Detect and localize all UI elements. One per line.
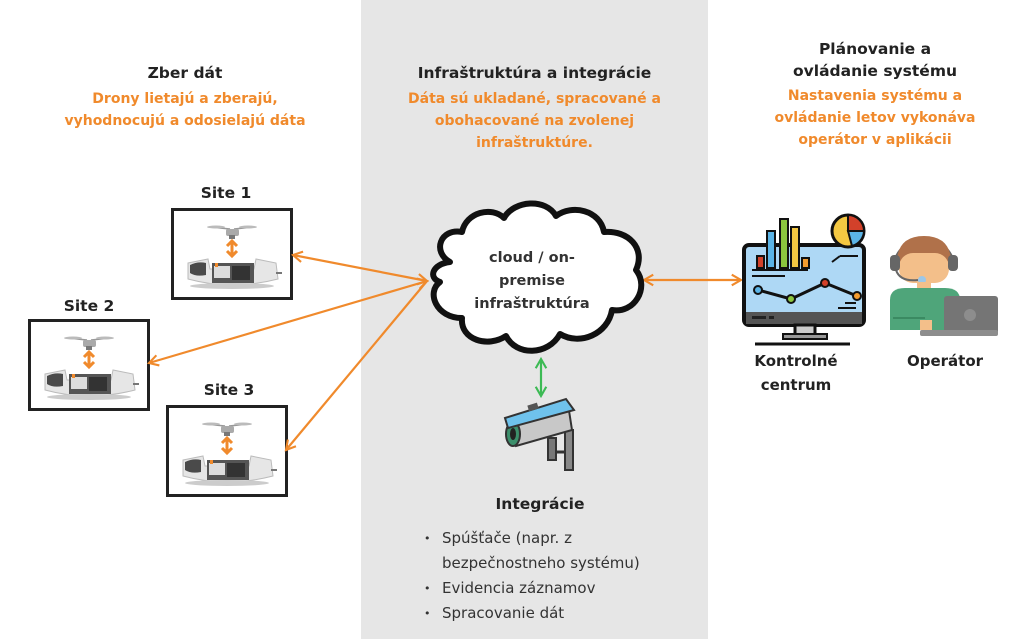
- site-3-label: Site 3: [203, 381, 255, 399]
- cloud-label-line: cloud / on-: [489, 250, 575, 266]
- operator-label: Operátor: [906, 352, 984, 370]
- connector-site2-cloud: [146, 277, 430, 367]
- integrations-title: Integrácie: [495, 495, 585, 513]
- monitor-dashboard-icon: [742, 213, 866, 346]
- connector-site3-cloud: [284, 280, 428, 452]
- right-title-line: ovládanie systému: [793, 62, 957, 80]
- right-subtitle-line: ovládanie letov vykonáva: [774, 110, 976, 126]
- control-center-label-line: Kontrolné: [754, 352, 838, 370]
- control-center-label: Kontrolné centrum: [741, 349, 851, 397]
- cloud-icon: [430, 200, 645, 354]
- cloud-label-line: premise: [499, 273, 565, 289]
- left-subtitle-line: vyhodnocujú a odosielajú dáta: [64, 113, 306, 129]
- middle-subtitle-line: obohacované na zvolenej: [434, 113, 635, 129]
- right-column-subtitle: Nastavenia systému a ovládanie letov vyk…: [730, 85, 1020, 151]
- left-column-subtitle: Drony lietajú a zberajú, vyhodnocujú a o…: [20, 88, 350, 132]
- cloud-label: cloud / on- premise infraštruktúra: [462, 247, 602, 316]
- site-2-label: Site 2: [63, 297, 115, 315]
- security-camera-icon: [503, 397, 576, 471]
- integration-item: Evidencia záznamov: [424, 576, 692, 601]
- right-subtitle-line: Nastavenia systému a: [787, 88, 963, 104]
- integration-item: Spracovanie dát: [424, 601, 692, 626]
- connector-site1-cloud: [290, 250, 430, 286]
- cloud-label-line: infraštruktúra: [474, 296, 590, 312]
- right-column-title: Plánovanie a ovládanie systému: [730, 38, 1020, 82]
- middle-column-title: Infraštruktúra a integrácie: [417, 64, 652, 82]
- right-subtitle-line: operátor v aplikácii: [798, 132, 952, 148]
- site-3-box: [166, 405, 288, 497]
- left-subtitle-line: Drony lietajú a zberajú,: [92, 91, 278, 107]
- integration-item-text: Spracovanie dát: [442, 604, 565, 622]
- integration-item: Spúšťače (napr. z bezpečnostneho systému…: [424, 526, 692, 576]
- integration-item-text: Spúšťače (napr. z bezpečnostneho systému…: [442, 529, 640, 572]
- site-1-label: Site 1: [200, 184, 252, 202]
- operator-headset-icon: [890, 236, 998, 336]
- right-title-line: Plánovanie a: [818, 40, 932, 58]
- middle-subtitle-line: infraštruktúre.: [476, 135, 593, 151]
- left-column-title: Zber dát: [147, 64, 223, 82]
- control-center-label-line: centrum: [760, 376, 832, 394]
- middle-subtitle-line: Dáta sú ukladané, spracované a: [408, 91, 661, 107]
- integrations-list: Spúšťače (napr. z bezpečnostneho systému…: [424, 526, 692, 626]
- integration-item-text: Evidencia záznamov: [442, 579, 596, 597]
- site-2-box: [28, 319, 150, 411]
- middle-column-subtitle: Dáta sú ukladané, spracované a obohacova…: [361, 88, 708, 154]
